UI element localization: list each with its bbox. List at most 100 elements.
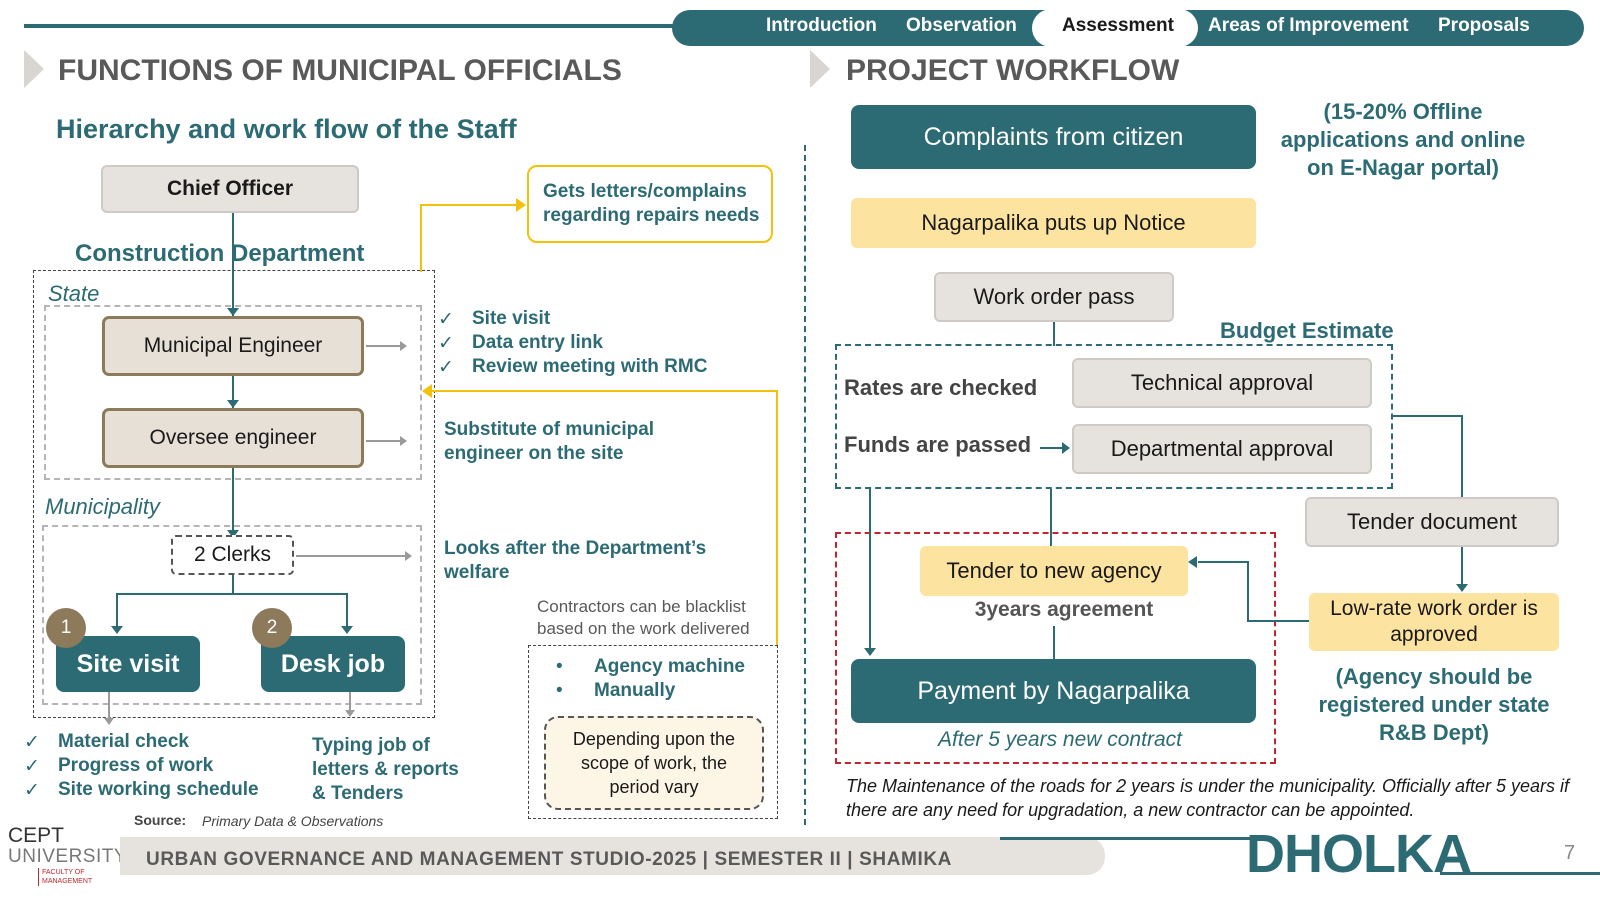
- footer-bar: [120, 837, 1105, 875]
- footer-city: DHOLKA: [1246, 824, 1472, 884]
- letters-callout: Gets letters/complains regarding repairs…: [527, 165, 773, 243]
- me-to-oe-line: [232, 376, 234, 408]
- departmental-approval-box: Departmental approval: [1072, 424, 1372, 474]
- tab-assessment-highlight: [1032, 9, 1198, 47]
- check-icon: ✓: [438, 333, 454, 354]
- me-role-arrow: [366, 345, 402, 347]
- payment-box: Payment by Nagarpalika: [851, 659, 1256, 723]
- agreement-label: 3years agreement: [974, 598, 1154, 621]
- arrowhead-icon: [227, 308, 239, 316]
- new-contract-label: After 5 years new contract: [938, 728, 1182, 751]
- arrowhead-icon: [405, 551, 412, 561]
- tab-areas-of-improvement[interactable]: Areas of Improvement: [1208, 15, 1409, 36]
- construction-department-label: Construction Department: [75, 240, 365, 267]
- blacklist-list: •Agency machine •Manually: [556, 656, 745, 701]
- state-label: State: [48, 281, 100, 306]
- chief-to-me-line: [232, 213, 234, 316]
- arrowhead-icon: [1062, 442, 1070, 454]
- budget-estimate-label: Budget Estimate: [1220, 318, 1394, 343]
- offline-note: (15-20% Offline applications and online …: [1280, 99, 1526, 180]
- branch-horizontal-line: [116, 593, 348, 595]
- arrowhead-icon: [227, 400, 239, 408]
- dept-to-callout-vertical: [420, 204, 422, 272]
- oe-to-clerks-line: [232, 468, 234, 536]
- source-text: Primary Data & Observations: [202, 813, 384, 829]
- chief-officer-box: Chief Officer: [101, 165, 359, 213]
- clerks-role-text: Looks after the Department’s welfare: [444, 538, 707, 583]
- clerks-down-line: [232, 575, 234, 594]
- funds-arrow: [1040, 447, 1064, 449]
- arrowhead-icon: [400, 341, 407, 351]
- arrowhead-icon: [422, 384, 432, 398]
- depending-note: Depending upon the scope of work, the pe…: [544, 716, 764, 810]
- top-rule: [24, 24, 674, 28]
- work-order-down-line: [1053, 322, 1055, 346]
- technical-approval-box: Technical approval: [1072, 358, 1372, 408]
- agency-note: (Agency should be registered under state…: [1318, 664, 1550, 745]
- logo-sub: FACULTY OF MANAGEMENT: [38, 868, 118, 886]
- blacklist-return-horizontal: [430, 390, 778, 392]
- tab-proposals[interactable]: Proposals: [1438, 15, 1530, 36]
- arrowhead-icon: [516, 198, 526, 212]
- budget-to-tender-doc-v: [1461, 415, 1463, 497]
- municipality-label: Municipality: [45, 494, 160, 519]
- low-rate-box: Low-rate work order is approved: [1309, 593, 1559, 651]
- notice-box: Nagarpalika puts up Notice: [851, 198, 1256, 248]
- badge-1: 1: [46, 608, 86, 648]
- badge-2: 2: [252, 608, 292, 648]
- tab-introduction[interactable]: Introduction: [766, 15, 877, 36]
- footer-rule: [1000, 837, 1250, 840]
- dept-to-callout-horizontal: [420, 204, 520, 206]
- branch-right-line: [346, 593, 348, 627]
- tender-document-box: Tender document: [1305, 497, 1559, 547]
- arrowhead-icon: [104, 718, 114, 725]
- oe-role-arrow: [366, 440, 402, 442]
- tab-observation[interactable]: Observation: [906, 15, 1017, 36]
- site-task-list: ✓Material check ✓Progress of work ✓Site …: [24, 731, 259, 801]
- budget-frame: [835, 344, 1393, 489]
- blacklist-note: Contractors can be blacklist based on th…: [537, 597, 750, 638]
- site-task-arrow: [108, 692, 110, 720]
- desk-task-text: Typing job of letters & reports & Tender…: [312, 735, 459, 804]
- footer-rule-right: [1440, 872, 1600, 875]
- clerks-box: 2 Clerks: [171, 535, 294, 575]
- section-arrow-icon: [24, 50, 44, 88]
- desk-job-box: Desk job: [261, 636, 405, 692]
- arrowhead-icon: [345, 710, 355, 717]
- arrowhead-icon: [227, 530, 239, 538]
- arrowhead-icon: [341, 626, 353, 634]
- bullet-icon: •: [556, 656, 563, 677]
- budget-to-tender-doc-h: [1393, 415, 1463, 417]
- agreement-to-payment-line: [1053, 626, 1055, 660]
- budget-to-payment-line: [869, 489, 871, 649]
- arrowhead-icon: [864, 648, 876, 656]
- logo-top: CEPT: [8, 824, 65, 847]
- contract-frame: [835, 532, 1276, 764]
- cept-logo: CEPT UNIVERSITY FACULTY OF MANAGEMENT: [8, 824, 127, 892]
- desk-task-arrow: [349, 692, 351, 712]
- blacklist-frame: [528, 645, 778, 819]
- right-section-title: PROJECT WORKFLOW: [846, 54, 1180, 87]
- footer-studio: URBAN GOVERNANCE AND MANAGEMENT STUDIO-2…: [146, 849, 952, 870]
- left-section-title: FUNCTIONS OF MUNICIPAL OFFICIALS: [58, 54, 622, 87]
- work-order-box: Work order pass: [934, 272, 1174, 322]
- funds-passed-label: Funds are passed: [844, 432, 1032, 457]
- check-icon: ✓: [438, 309, 454, 330]
- clerks-role-arrow: [296, 555, 406, 557]
- budget-to-tender-line: [1050, 489, 1052, 547]
- check-icon: ✓: [24, 756, 40, 777]
- lowrate-to-tender-v: [1247, 561, 1249, 622]
- tab-assessment[interactable]: Assessment: [1062, 15, 1174, 36]
- municipal-engineer-box: Municipal Engineer: [102, 316, 364, 376]
- check-icon: ✓: [24, 780, 40, 801]
- check-icon: ✓: [24, 732, 40, 753]
- arrowhead-icon: [1456, 584, 1468, 592]
- source-label: Source:: [134, 812, 187, 828]
- oversee-engineer-box: Oversee engineer: [102, 408, 364, 468]
- tender-doc-down-line: [1461, 547, 1463, 589]
- oe-role-text: Substitute of municipal engineer on the …: [444, 419, 655, 464]
- arrowhead-icon: [1188, 556, 1197, 568]
- blacklist-return-vertical: [776, 390, 778, 645]
- column-divider: [804, 145, 806, 825]
- tender-new-agency-box: Tender to new agency: [920, 546, 1188, 596]
